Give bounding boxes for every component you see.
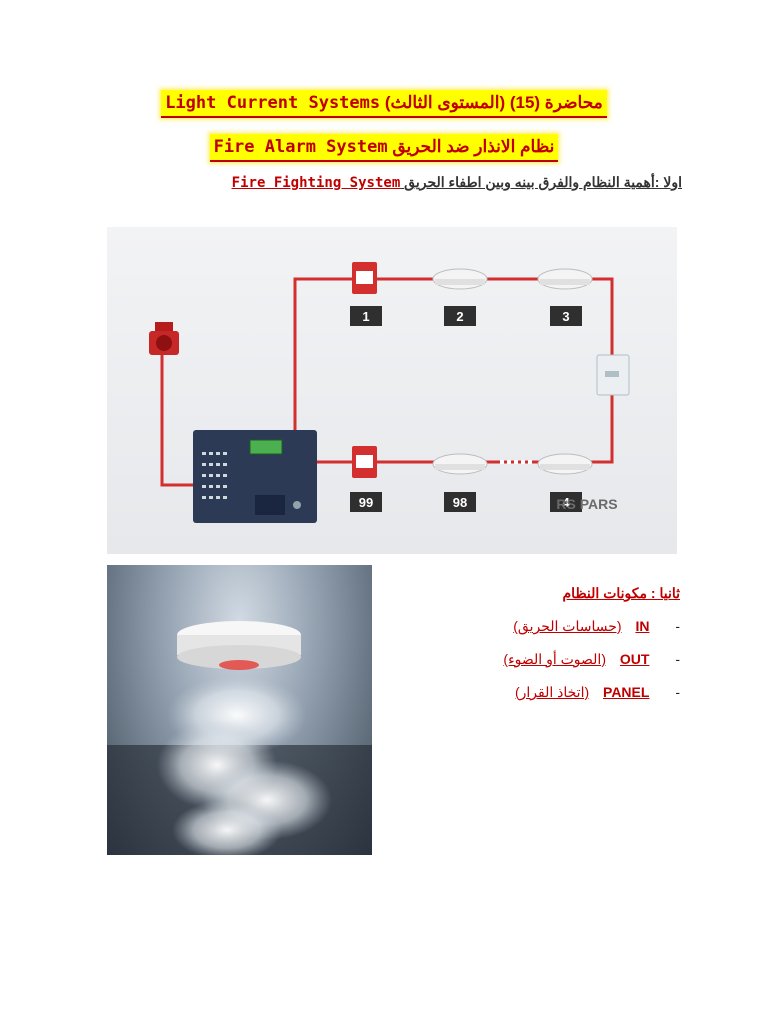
lecture-title-highlight: محاضرة (15) (المستوى الثالث) Light Curre… [161, 90, 607, 118]
device-label-4: 4 [562, 495, 570, 510]
component-desc: (اتخاذ القرار) [514, 684, 590, 700]
section1-heading: اولا :أهمية النظام والفرق بينه وبين اطفا… [232, 174, 682, 191]
heat-detector-icon [537, 453, 593, 475]
device-label-99: 99 [359, 495, 373, 510]
component-desc: (الصوت أو الضوء) [503, 651, 606, 667]
component-code: IN [635, 618, 650, 634]
system-title-highlight: نظام الانذار ضد الحريق Fire Alarm System [209, 134, 559, 162]
smoke-detector-photo [107, 565, 372, 855]
device-label-1: 1 [362, 309, 369, 324]
system-title: نظام الانذار ضد الحريق Fire Alarm System [0, 134, 768, 162]
list-dash: - [675, 618, 680, 634]
manual-call-point-icon [352, 446, 377, 478]
smoke-detector-icon [432, 268, 488, 290]
interface-module-icon [596, 354, 630, 396]
smoke-detector-icon [432, 453, 488, 475]
control-panel-icon [193, 430, 317, 523]
system-title-en: Fire Alarm System [213, 137, 388, 157]
component-desc: (حساسات الحريق) [513, 618, 622, 634]
heat-detector-icon [537, 268, 593, 290]
lecture-title: محاضرة (15) (المستوى الثالث) Light Curre… [0, 90, 768, 118]
diagram-svg: 1 2 3 99 98 4 RS PARS [149, 262, 630, 523]
section1-heading-ar: اولا :أهمية النظام والفرق بينه وبين اطفا… [404, 174, 682, 190]
siren-icon [149, 322, 179, 355]
device-label-3: 3 [562, 309, 569, 324]
component-code: PANEL [603, 684, 650, 700]
list-dash: - [675, 651, 680, 667]
lecture-title-ar: محاضرة (15) (المستوى الثالث) [384, 93, 603, 112]
photo-svg [107, 621, 372, 855]
system-title-ar: نظام الانذار ضد الحريق [392, 137, 555, 156]
section1-heading-en: Fire Fighting System [231, 175, 401, 191]
component-item-in: - IN (حساسات الحريق) [513, 618, 680, 635]
section2-heading: ثانيا : مكونات النظام [562, 585, 680, 601]
brand-watermark: RS PARS [556, 496, 617, 512]
component-item-panel: - PANEL (اتخاذ القرار) [515, 684, 680, 701]
device-label-98: 98 [453, 495, 467, 510]
lecture-title-en: Light Current Systems [165, 93, 381, 113]
component-code: OUT [619, 651, 650, 667]
manual-call-point-icon [352, 262, 377, 294]
device-label-2: 2 [456, 309, 463, 324]
fire-alarm-diagram: 1 2 3 99 98 4 RS PARS [107, 227, 677, 554]
component-item-out: - OUT (الصوت أو الضوء) [503, 651, 680, 668]
siren-wire [160, 349, 194, 487]
list-dash: - [675, 684, 680, 700]
